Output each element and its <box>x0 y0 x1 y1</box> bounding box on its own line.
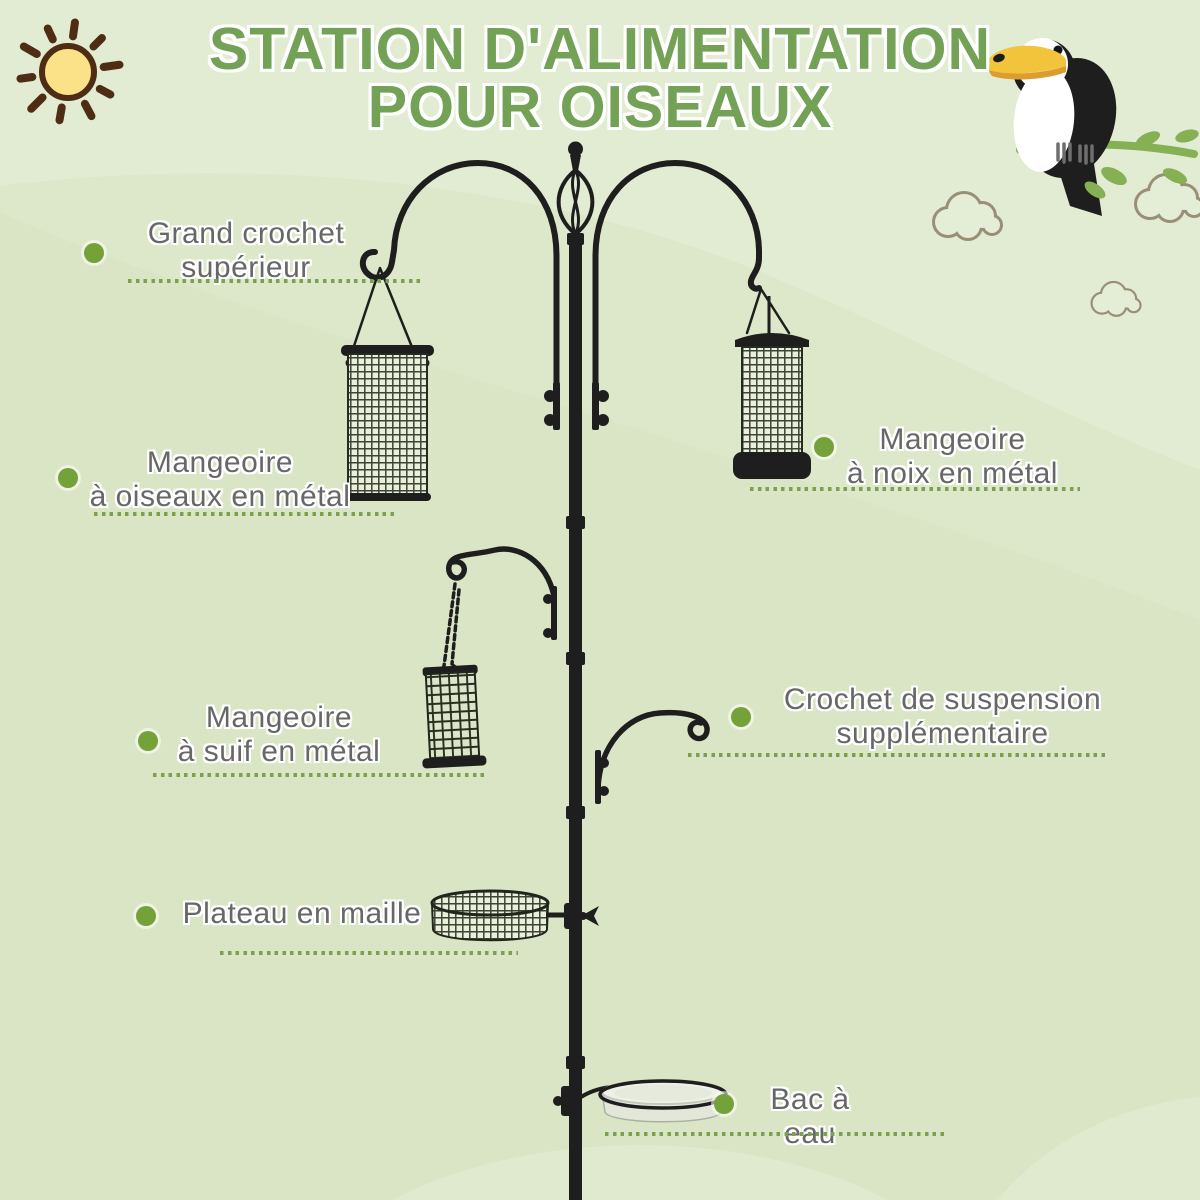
right-shepherd-hook <box>592 159 762 430</box>
label-text: Mangeoire à oiseaux en métal <box>72 446 368 514</box>
finial <box>556 141 595 245</box>
label-mesh-tray: Plateau en maille <box>136 897 518 955</box>
label-text: Mangeoire à noix en métal <box>800 423 1105 491</box>
sun-icon <box>16 18 124 125</box>
page-title: STATION D'ALIMENTATION POUR OISEAUX <box>70 16 1130 140</box>
toucan-icon <box>985 38 1199 216</box>
label-suet-feeder: Mangeoire à suif en métal <box>138 701 485 777</box>
label-line: Mangeoire <box>879 423 1026 456</box>
label-text: Grand crochet supérieur <box>100 217 392 285</box>
seed-feeder <box>341 266 434 501</box>
label-text: Crochet de suspension supplémentaire <box>775 683 1110 751</box>
bullet-dot <box>814 437 834 457</box>
bullet-dot <box>138 731 158 751</box>
left-shepherd-hook <box>359 159 560 430</box>
label-line: Crochet de suspension <box>783 683 1102 716</box>
title-line-2: POUR OISEAUX <box>367 74 833 140</box>
label-text: Bac à eau <box>745 1083 875 1151</box>
label-line: Grand crochet <box>147 217 345 250</box>
label-line: Plateau en maille <box>182 897 422 930</box>
label-line: à noix en métal <box>847 457 1058 490</box>
pole <box>566 243 585 1200</box>
label-line: à suif en métal <box>177 735 381 768</box>
dotted-line <box>128 279 420 283</box>
bullet-dot <box>58 468 78 488</box>
dotted-line <box>605 1132 948 1136</box>
label-nut-feeder: Mangeoire à noix en métal <box>750 423 1105 491</box>
water-dish <box>553 1079 728 1123</box>
label-top-hook: Grand crochet supérieur <box>84 217 420 285</box>
dotted-line <box>688 753 1108 757</box>
bullet-dot <box>731 707 751 727</box>
label-line: à oiseaux en métal <box>89 480 351 513</box>
label-text: Plateau en maille <box>180 897 424 931</box>
title-line-1: STATION D'ALIMENTATION <box>208 16 992 82</box>
bullet-dot <box>136 906 156 926</box>
suet-feeder <box>422 546 557 769</box>
dotted-line <box>750 487 1080 491</box>
nut-feeder <box>733 287 811 479</box>
label-water-tray: Bac à eau <box>605 1083 948 1151</box>
dotted-line <box>220 951 518 955</box>
suspension-hook <box>595 709 710 804</box>
mesh-tray <box>430 889 599 942</box>
label-seed-feeder: Mangeoire à oiseaux en métal <box>58 446 396 516</box>
dotted-line <box>153 773 485 777</box>
label-extra-hook: Crochet de suspension supplémentaire <box>688 683 1110 757</box>
label-line: Mangeoire <box>146 446 294 479</box>
label-line: supérieur <box>181 251 311 284</box>
bullet-dot <box>84 243 104 263</box>
dotted-line <box>94 512 396 516</box>
label-line: Bac à eau <box>770 1083 850 1150</box>
label-text: Mangeoire à suif en métal <box>170 701 388 769</box>
label-line: Mangeoire <box>205 701 353 734</box>
bullet-dot <box>714 1094 734 1114</box>
feeding-station-illustration <box>341 141 811 1200</box>
label-line: supplémentaire <box>836 717 1049 750</box>
